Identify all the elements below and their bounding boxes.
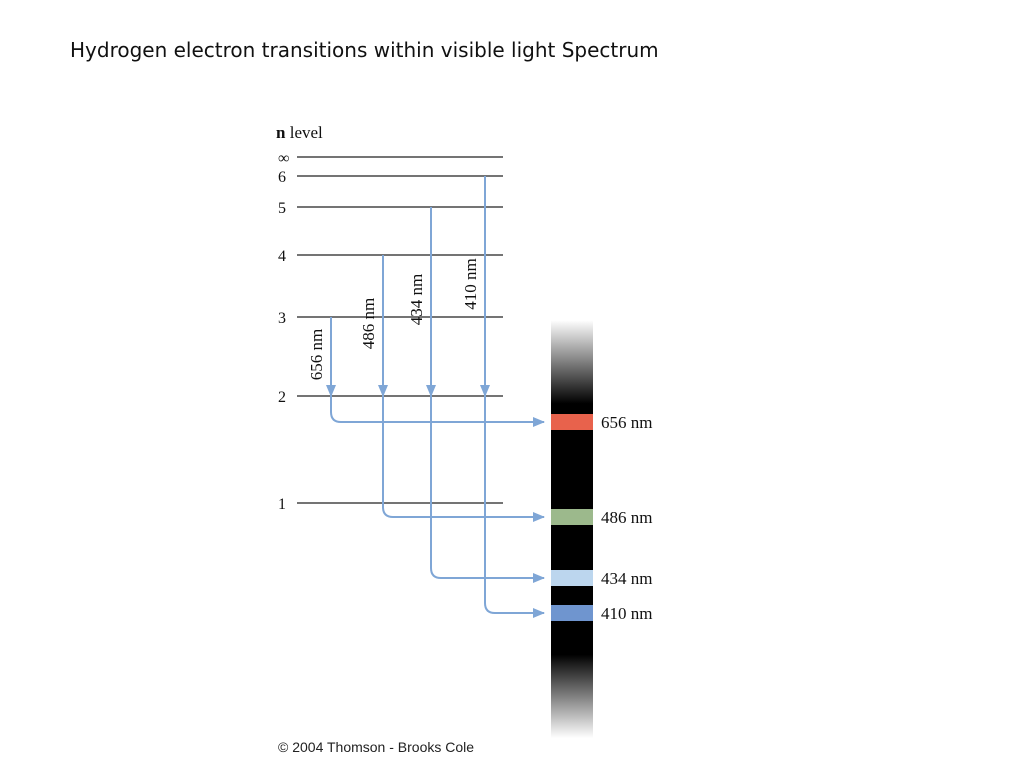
energy-level-label: 5 — [278, 200, 286, 217]
axis-label-level: level — [285, 123, 323, 142]
spectrum-strip — [551, 320, 593, 738]
emission-arrow — [330, 394, 545, 427]
emission-arrow — [382, 394, 545, 522]
spectrum-line-band — [551, 570, 593, 586]
spectrum-line-band — [551, 414, 593, 430]
emission-arrow — [430, 394, 545, 583]
spectrum-line-band — [551, 605, 593, 621]
transition-wavelength-label: 410 nm — [461, 258, 480, 309]
energy-level-label: 3 — [278, 310, 286, 327]
axis-label-n: n — [276, 123, 286, 142]
spectrum-lines: 656 nm 486 nm 434 nm 410 nm — [551, 413, 652, 623]
emission-arrow — [484, 394, 545, 618]
n-level-axis-label: n level — [276, 123, 323, 142]
energy-level-label: 2 — [278, 389, 286, 406]
transition-arrows: 656 nm 486 nm 434 nm 410 nm — [307, 176, 545, 618]
transition-wavelength-label: 434 nm — [407, 274, 426, 325]
spectrum-line-band — [551, 509, 593, 525]
spectrum-line-label: 434 nm — [601, 569, 652, 588]
copyright-notice: © 2004 Thomson - Brooks Cole — [278, 739, 475, 755]
transition-wavelength-label: 656 nm — [307, 329, 326, 380]
transition-wavelength-label: 486 nm — [359, 298, 378, 349]
energy-level-label: ∞ — [278, 150, 289, 167]
energy-level-label: 6 — [278, 169, 286, 186]
energy-level-label: 1 — [278, 496, 286, 513]
spectrum-line-label: 410 nm — [601, 604, 652, 623]
spectrum-line-label: 486 nm — [601, 508, 652, 527]
spectrum-line-label: 656 nm — [601, 413, 652, 432]
slide-title: Hydrogen electron transitions within vis… — [70, 38, 659, 62]
energy-level-label: 4 — [278, 248, 286, 265]
